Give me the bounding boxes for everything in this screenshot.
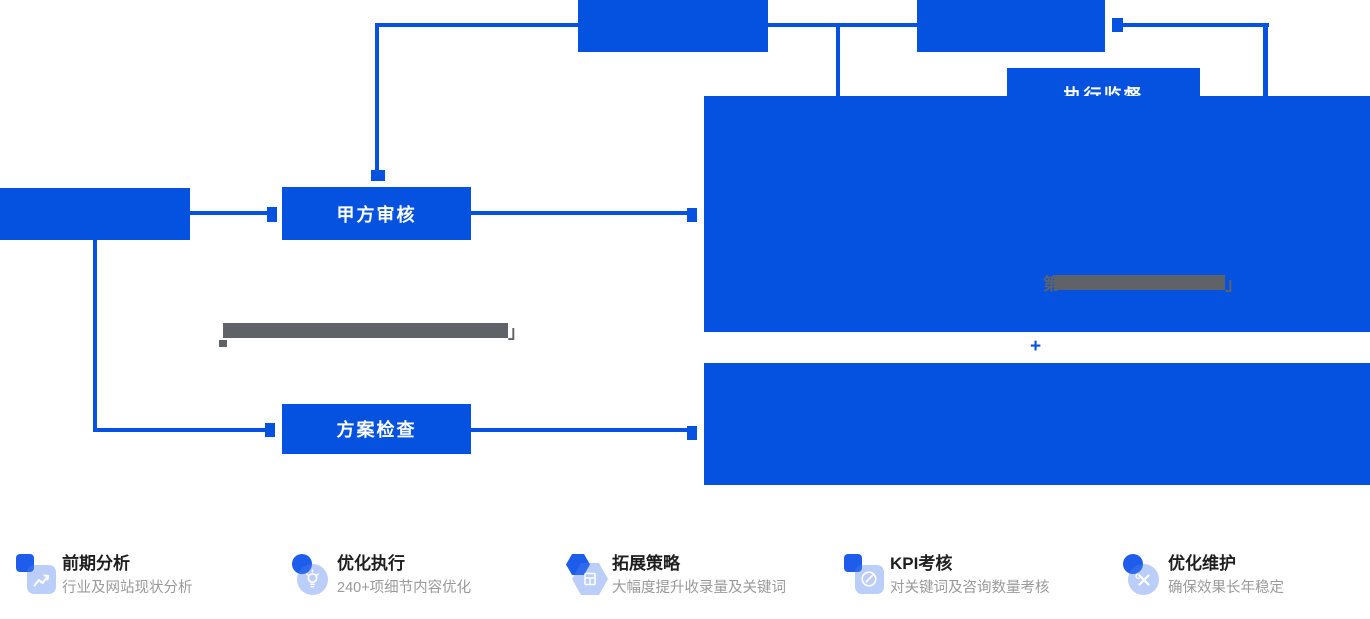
plus-sign: + — [1030, 336, 1042, 357]
feature-title: 优化执行 — [337, 554, 405, 573]
line-review-to-panel — [471, 211, 687, 215]
lightbulb-icon — [291, 552, 331, 600]
feature-item-optimization-execution: 优化执行 240+项细节内容优化 — [291, 552, 471, 600]
top-box-2 — [917, 0, 1105, 52]
connector-node-above-review — [371, 170, 385, 181]
drop-line-mid — [836, 25, 840, 96]
feedback-vertical-line — [375, 23, 379, 170]
feature-item-kpi-assessment: KPI考核 对关键词及咨询数量考核 — [844, 552, 1050, 600]
maintenance-tools-icon — [1122, 552, 1162, 600]
feature-desc: 行业及网站现状分析 — [62, 580, 193, 596]
redaction-bar — [223, 323, 508, 338]
left-source-box — [0, 188, 190, 240]
feature-title: KPI考核 — [890, 554, 953, 573]
strategy-hexagon-icon — [566, 552, 608, 600]
redaction-bar — [1054, 275, 1225, 290]
feature-desc: 对关键词及咨询数量考核 — [890, 580, 1050, 596]
connector-node-check-left — [265, 423, 275, 437]
feature-title: 拓展策略 — [612, 554, 680, 573]
drop-line-right — [1263, 25, 1268, 96]
execution-panel: 第 」 — [704, 96, 1370, 332]
feature-desc: 240+项细节内容优化 — [337, 580, 472, 596]
feature-desc: 大幅度提升收录量及关键词 — [612, 580, 786, 596]
connector-node-panel1-left — [687, 208, 697, 222]
feature-item-optimization-maintenance: 优化维护 确保效果长年稳定 — [1122, 552, 1284, 600]
check-box-label: 方案检查 — [336, 420, 417, 440]
feature-desc: 确保效果长年稳定 — [1168, 580, 1284, 596]
feature-item-expansion-strategy: 拓展策略 大幅度提升收录量及关键词 — [566, 552, 786, 600]
connector-node-top-right — [1112, 18, 1123, 32]
top-box-1 — [578, 0, 768, 52]
connector-node-panel2-left — [687, 426, 697, 440]
feature-item-preliminary-analysis: 前期分析 行业及网站现状分析 — [16, 552, 193, 600]
lower-panel — [704, 363, 1370, 485]
feature-title: 前期分析 — [62, 554, 130, 573]
redacted-text-mid: 」 — [219, 318, 525, 347]
line-leftbox-to-review — [190, 211, 267, 215]
feature-title: 优化维护 — [1168, 554, 1236, 573]
review-box: 甲方审核 — [282, 187, 471, 240]
review-box-label: 甲方审核 — [336, 204, 417, 225]
connector-node-review-left — [267, 207, 277, 222]
redacted-tail-char: 」 — [1225, 275, 1242, 294]
line-check-to-panel — [471, 428, 687, 432]
check-box: 方案检查 — [282, 404, 471, 454]
line-leftbox-down — [93, 240, 97, 432]
trend-chart-icon — [16, 552, 56, 600]
line-to-check — [93, 428, 265, 432]
kpi-target-icon — [844, 552, 884, 600]
top-rail-line-right — [1122, 23, 1269, 27]
redacted-text-in-panel: 第 」 — [1043, 270, 1242, 295]
redaction-partial-char — [219, 340, 227, 347]
redacted-tail-char: 」 — [508, 323, 525, 342]
